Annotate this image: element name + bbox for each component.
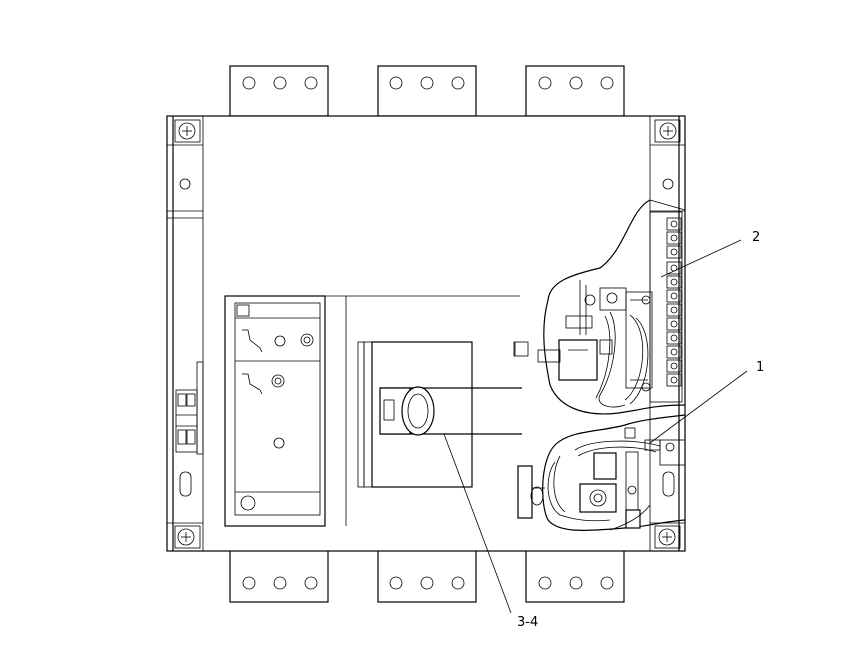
front-handle xyxy=(357,341,529,488)
callout-label-2: 2 xyxy=(752,230,760,245)
left-terminal-block xyxy=(175,361,204,455)
mounting-holes xyxy=(179,178,675,497)
trip-unit-panel xyxy=(224,295,520,527)
leader-lines xyxy=(443,239,748,614)
callout-label-1: 1 xyxy=(756,360,764,375)
corner-screws xyxy=(174,119,681,549)
callout-label-3-4: 3-4 xyxy=(517,615,538,630)
lower-accessory-cutaway xyxy=(517,414,686,531)
upper-accessory-cutaway xyxy=(537,199,686,415)
bottom-busbar-terminals xyxy=(229,549,625,603)
top-busbar-terminals xyxy=(229,65,625,117)
